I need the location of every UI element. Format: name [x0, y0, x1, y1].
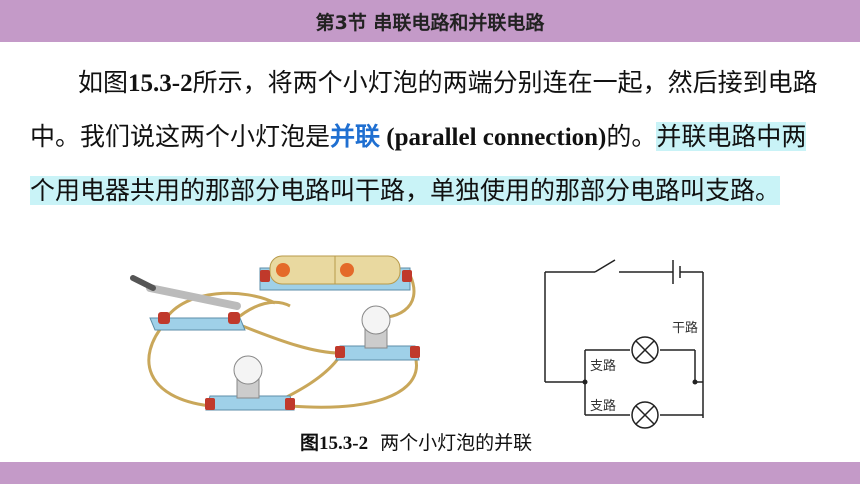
switch-symbol: [594, 259, 616, 273]
wire: [289, 355, 418, 409]
main-paragraph: 如图15.3-2所示，将两个小灯泡的两端分别连在一起，然后接到电路中。我们说这两…: [30, 56, 830, 217]
figure-number: 图15.3-2: [300, 433, 369, 454]
wire: [234, 300, 291, 322]
battery: [259, 255, 412, 291]
header-bar: 第3节 串联电路和并联电路: [0, 0, 860, 42]
circuit-photo-illustration: [130, 255, 420, 411]
wire: [234, 321, 341, 355]
term-parallel: 并联: [330, 122, 381, 151]
term-english: (parallel connection): [380, 124, 607, 151]
bulb-left: [205, 355, 295, 411]
text-seg-1: 如图: [78, 68, 129, 97]
label-branch-2: 支路: [590, 398, 616, 414]
footer-bar: [0, 462, 860, 484]
text-seg-2: 所示，将两个小灯泡的两端分别连在一起，然后接到电路中。我们说这两个小灯泡是: [30, 68, 818, 151]
circuit-diagram: 干路 支路 支路: [544, 259, 704, 429]
wire: [147, 322, 211, 408]
section-title: 第3节 串联电路和并联电路: [315, 11, 545, 34]
label-trunk: 干路: [672, 320, 698, 336]
bulb-right: [335, 305, 420, 361]
wire: [163, 291, 276, 321]
lamp-symbol-1: [631, 336, 659, 364]
knife-switch: [130, 275, 246, 331]
text-seg-3: 的。: [606, 122, 657, 151]
figure-title: 两个小灯泡的并联: [380, 432, 533, 454]
figure-reference: 15.3-2: [128, 70, 193, 97]
junction-dot: [582, 379, 588, 385]
figure-caption: 图15.3-2 两个小灯泡的并联: [300, 428, 532, 455]
lamp-symbol-2: [631, 401, 659, 429]
label-branch-1: 支路: [590, 358, 616, 374]
junction-dot: [692, 379, 698, 385]
